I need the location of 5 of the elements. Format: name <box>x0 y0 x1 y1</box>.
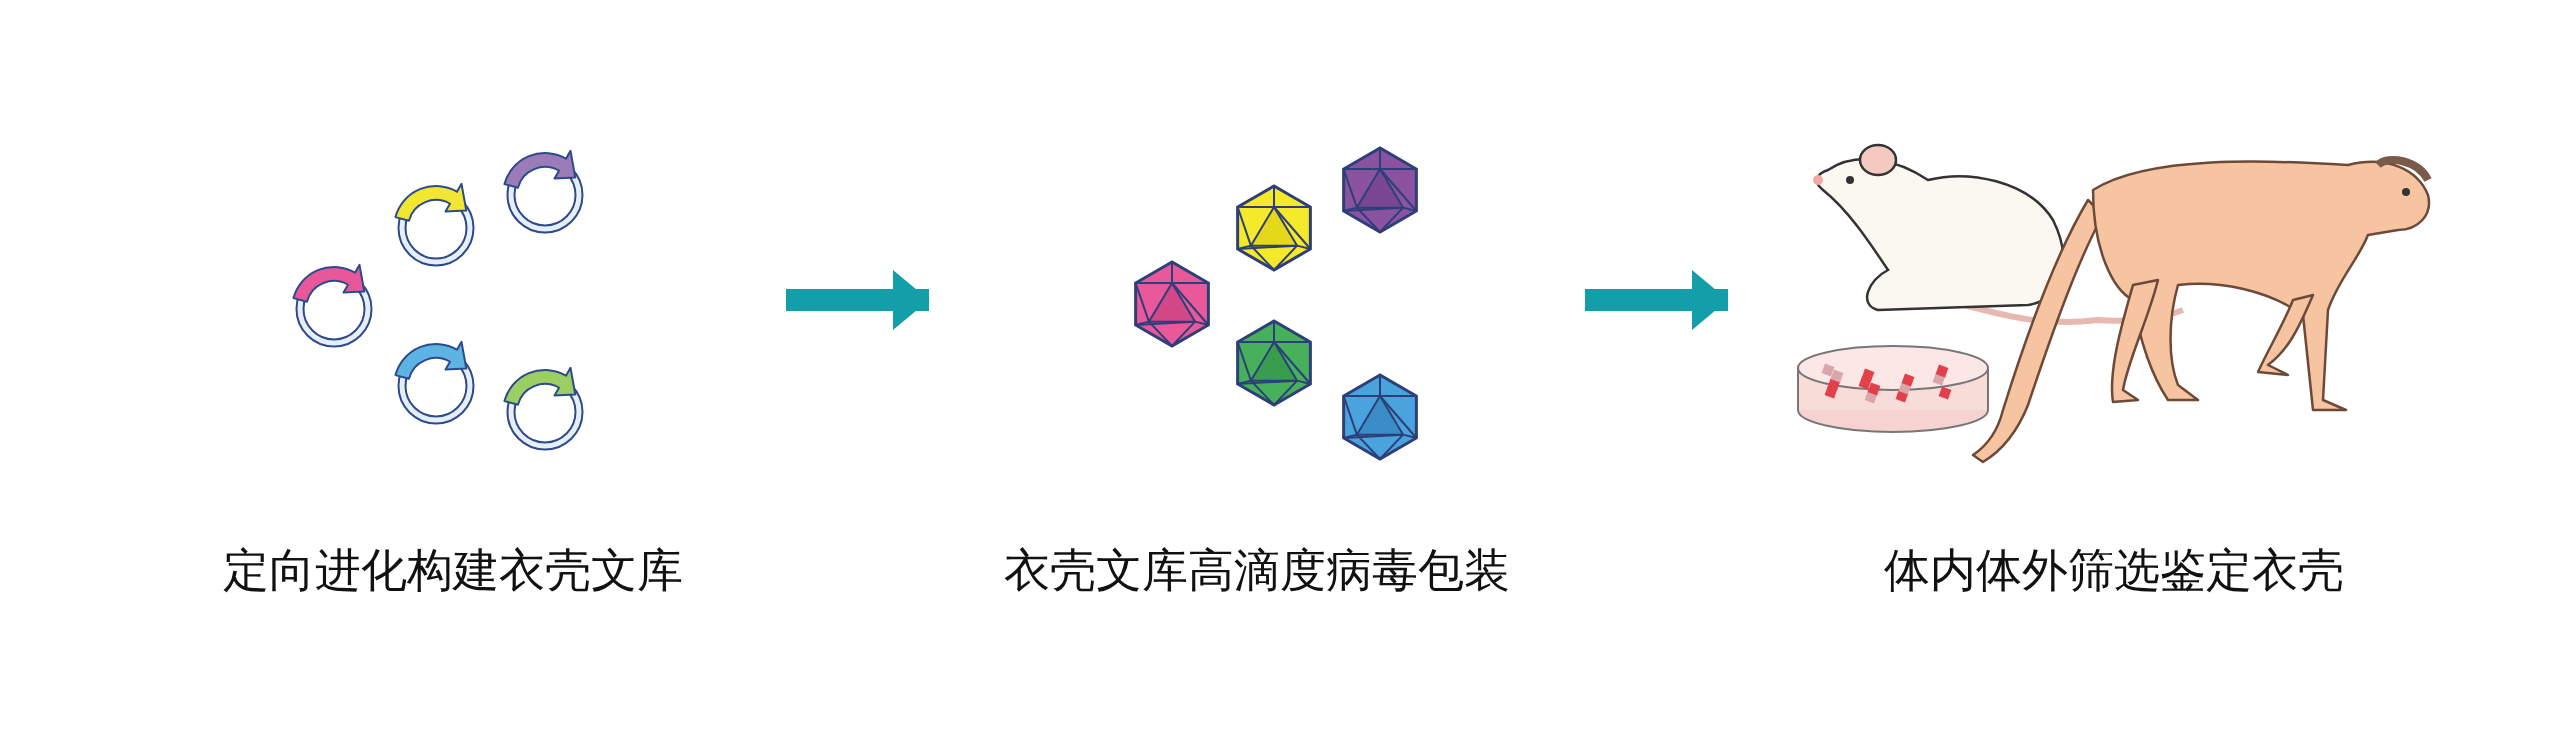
arrow <box>1585 270 1728 330</box>
stage-caption: 衣壳文库高滴度病毒包装 <box>1004 542 1510 599</box>
stage-caption: 体内体外筛选鉴定衣壳 <box>1884 542 2344 599</box>
stage-caption: 定向进化构建衣壳文库 <box>223 542 683 599</box>
arrow <box>786 270 929 330</box>
